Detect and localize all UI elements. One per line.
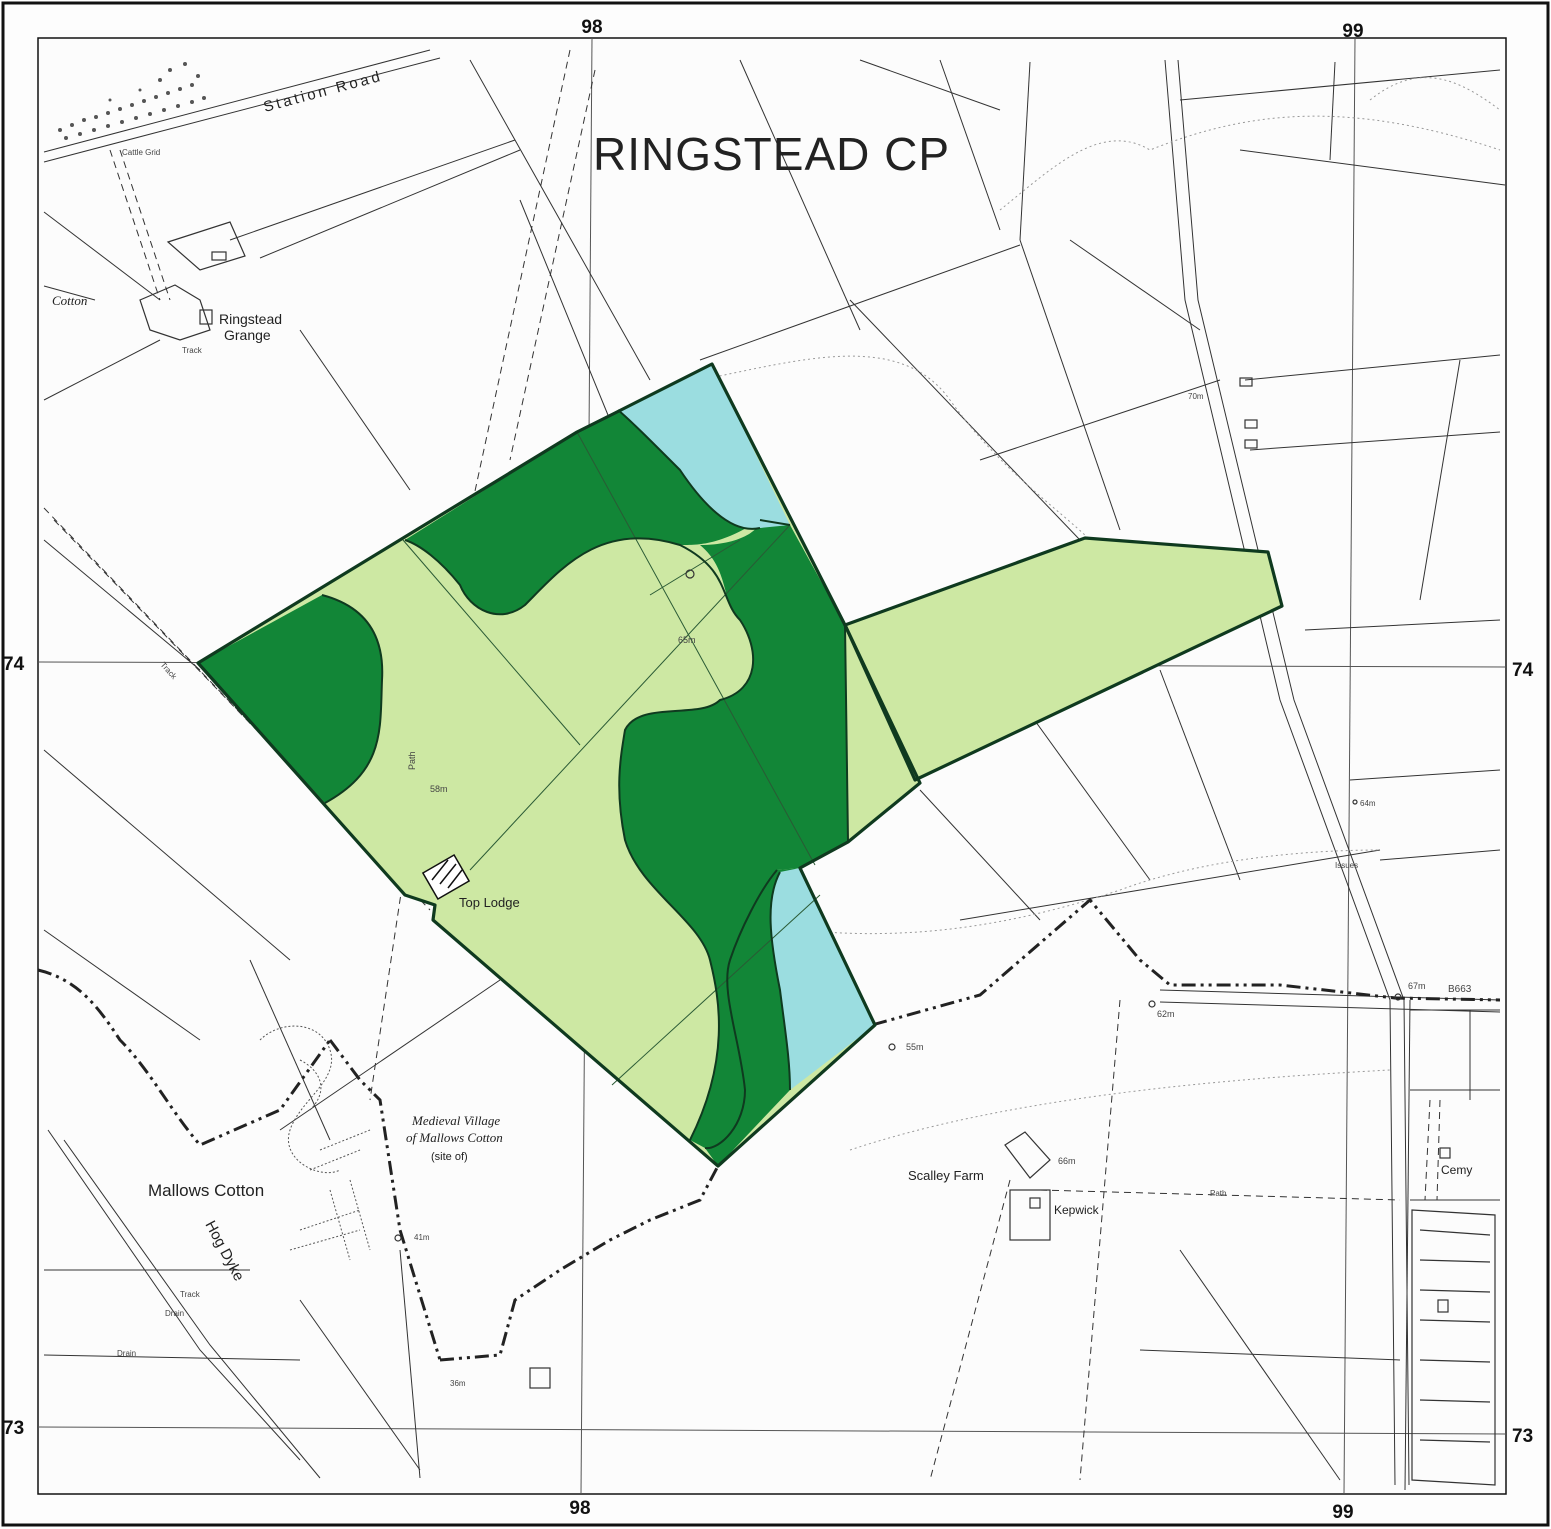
west-block-outline <box>196 362 922 1168</box>
grid-label-bottom-98: 98 <box>569 1498 590 1519</box>
label-medieval-line2: of Mallows Cotton <box>406 1130 503 1145</box>
field-boundaries <box>43 49 1506 1491</box>
label-height-66: 66m <box>1058 1156 1076 1166</box>
label-mallows-cotton: Mallows Cotton <box>148 1181 264 1200</box>
label-drain-1: Drain <box>165 1309 184 1318</box>
map-title: RINGSTEAD CP <box>593 128 950 180</box>
dark-green-zone-west <box>198 595 383 803</box>
grid-line-99 <box>1343 37 1356 1495</box>
grid-label-left-74: 74 <box>3 654 25 675</box>
label-height-70: 70m <box>1188 392 1204 401</box>
zone-edges <box>321 409 849 1150</box>
grid-label-right-73: 73 <box>1512 1426 1533 1447</box>
woodland-stipple <box>58 62 206 140</box>
light-blue-zone-north <box>618 364 790 529</box>
mapped-area <box>196 362 1284 1168</box>
kepwick-building <box>1009 1189 1051 1241</box>
parish-boundary <box>37 897 1501 1362</box>
label-height-65: 65m <box>678 635 696 645</box>
label-height-58: 58m <box>430 784 448 794</box>
label-ringstead: Ringstead <box>219 311 282 327</box>
markers <box>394 569 1402 1242</box>
grid-label-bottom-99: 99 <box>1332 1502 1353 1523</box>
ringstead-grange-buildings <box>139 284 211 341</box>
east-spur-outline <box>843 536 1284 782</box>
label-height-64: 64m <box>1360 799 1376 808</box>
label-road-b663: B663 <box>1448 984 1472 995</box>
label-height-67: 67m <box>1408 981 1426 991</box>
label-path-vertical: Path <box>407 751 417 770</box>
east-spur-fill <box>845 538 1282 842</box>
main-road <box>1159 59 1501 1486</box>
label-height-36: 36m <box>450 1379 466 1388</box>
label-grange: Grange <box>224 327 271 343</box>
label-issues: Issues <box>1335 861 1358 870</box>
dark-green-zone-east <box>619 520 848 1149</box>
buildings <box>139 221 1496 1486</box>
top-lodge-hatching <box>431 859 463 889</box>
label-path-right: Path <box>1210 1189 1226 1198</box>
label-track-grange: Track <box>182 346 203 355</box>
label-cotton: Cotton <box>52 293 87 308</box>
label-height-62: 62m <box>1157 1009 1175 1019</box>
label-track-left: Track <box>180 1290 201 1299</box>
label-cattle-grid: Cattle Grid <box>122 148 160 157</box>
label-kepwick: Kepwick <box>1054 1203 1100 1217</box>
label-cemy: Cemy <box>1441 1163 1472 1177</box>
grid-label-left-73: 73 <box>3 1418 24 1439</box>
label-medieval-line3: (site of) <box>431 1151 468 1163</box>
label-medieval-line1: Medieval Village <box>411 1113 500 1128</box>
grid-label-top-98: 98 <box>581 17 602 38</box>
label-height-41: 41m <box>414 1233 430 1242</box>
label-scalley-farm: Scalley Farm <box>908 1168 984 1183</box>
grid-label-top-99: 99 <box>1342 21 1363 42</box>
label-height-55: 55m <box>906 1042 924 1052</box>
label-top-lodge: Top Lodge <box>459 895 520 910</box>
paths-tracks <box>43 49 1441 1481</box>
earthworks <box>259 1025 371 1261</box>
grid-label-right-74: 74 <box>1512 660 1534 681</box>
label-drain-2: Drain <box>117 1349 136 1358</box>
grid-line-73 <box>37 1426 1507 1435</box>
light-blue-zone-south <box>770 868 875 1090</box>
scalley-farm-buildings <box>1004 1131 1051 1179</box>
